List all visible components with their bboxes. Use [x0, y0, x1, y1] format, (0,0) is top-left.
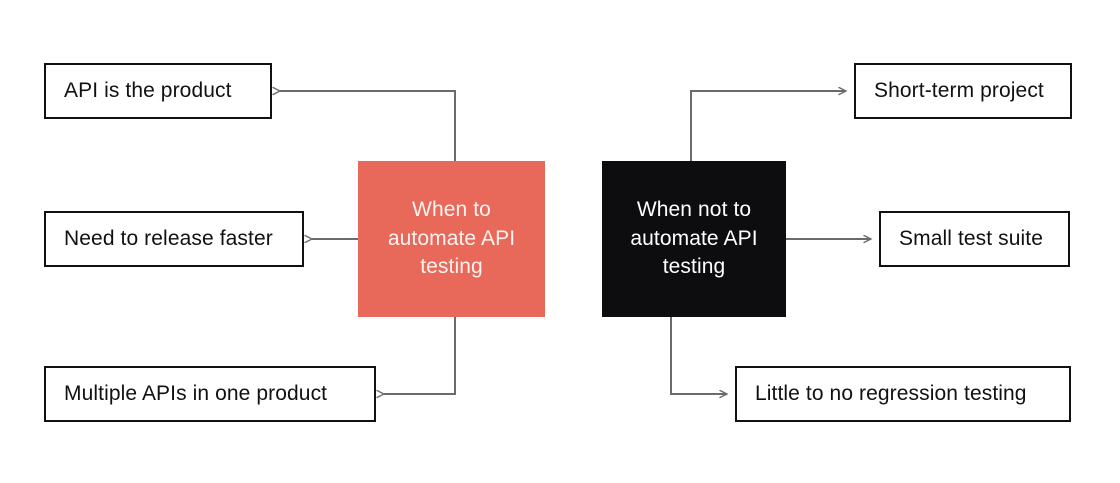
connector-not-automate-to-little-regression: [670, 317, 727, 394]
node-small-test-suite[interactable]: Small test suite: [879, 211, 1070, 267]
node-api-is-the-product[interactable]: API is the product: [44, 63, 272, 119]
hub-label: When not to automate API testing: [630, 197, 758, 279]
hub-label: When to automate API testing: [387, 197, 516, 279]
hub-when-not-to-automate-api-testing[interactable]: When not to automate API testing: [602, 161, 786, 317]
node-label: Multiple APIs in one product: [64, 381, 328, 405]
hub-when-to-automate-api-testing[interactable]: When to automate API testing: [358, 161, 545, 317]
connector-automate-to-api-is-the-product: [280, 91, 456, 161]
connector-not-automate-to-short-term-project: [690, 91, 846, 161]
node-need-to-release-faster[interactable]: Need to release faster: [44, 211, 304, 267]
node-short-term-project[interactable]: Short-term project: [854, 63, 1072, 119]
node-label: Little to no regression testing: [755, 381, 1027, 405]
node-label: API is the product: [64, 78, 232, 102]
node-label: Small test suite: [899, 226, 1043, 250]
node-little-to-no-regression-testing[interactable]: Little to no regression testing: [735, 366, 1071, 422]
node-multiple-apis-in-one-product[interactable]: Multiple APIs in one product: [44, 366, 376, 422]
node-label: Need to release faster: [64, 226, 273, 250]
node-label: Short-term project: [874, 78, 1044, 102]
connector-automate-to-multiple-apis: [384, 317, 456, 394]
